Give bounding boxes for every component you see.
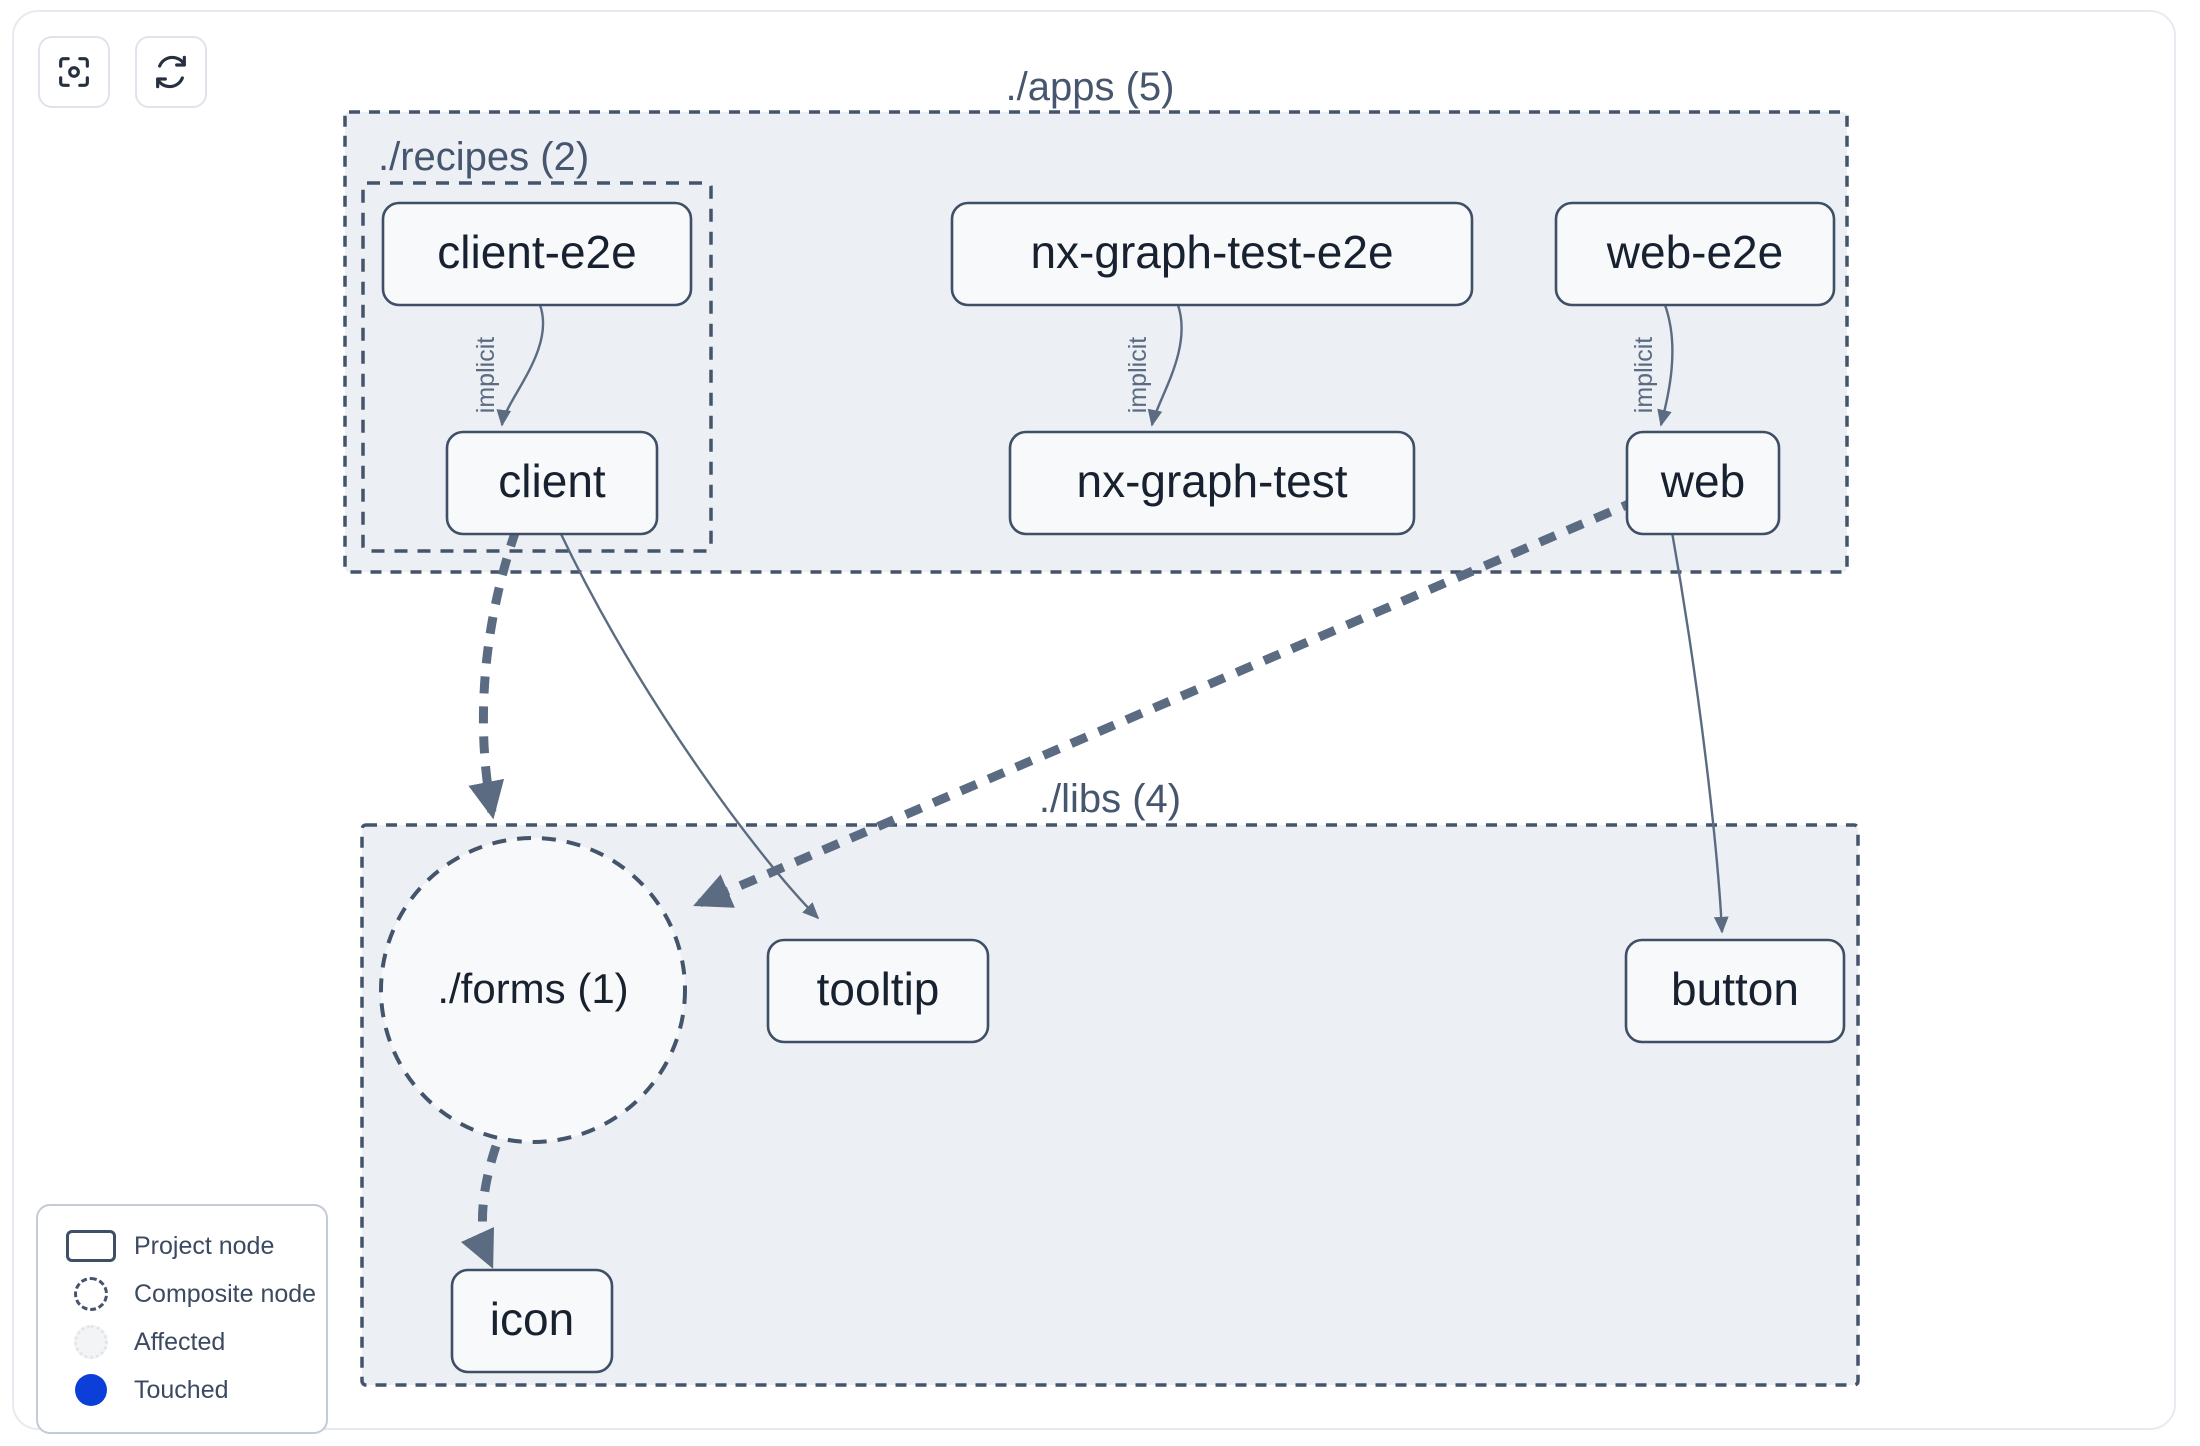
legend-label-touched: Touched bbox=[134, 1375, 229, 1404]
node-nx-graph-test-e2e-label: nx-graph-test-e2e bbox=[1030, 226, 1393, 278]
container-recipes-label: ./recipes (2) bbox=[378, 135, 589, 179]
node-nx-graph-test-e2e[interactable]: nx-graph-test-e2e bbox=[950, 201, 1474, 307]
node-button-label: button bbox=[1671, 963, 1799, 1015]
node-button[interactable]: button bbox=[1624, 938, 1846, 1044]
node-icon[interactable]: icon bbox=[450, 1268, 614, 1374]
graph-legend: Project node Composite node Affected Tou… bbox=[36, 1204, 328, 1434]
affected-swatch bbox=[60, 1325, 122, 1359]
edge-client-e2e-to-client[interactable]: implicit bbox=[472, 304, 545, 427]
node-nx-graph-test[interactable]: nx-graph-test bbox=[1008, 430, 1416, 536]
legend-item-composite-node: Composite node bbox=[38, 1270, 326, 1318]
edge-nx-graph-test-e2e-to-nx-graph-test[interactable]: implicit bbox=[1124, 304, 1183, 427]
edge-client-to-forms[interactable] bbox=[468, 528, 521, 820]
node-client[interactable]: client bbox=[445, 430, 659, 536]
container-libs[interactable]: ./libs (4) bbox=[360, 777, 1860, 1387]
node-web-label: web bbox=[1660, 455, 1745, 507]
edge-forms-to-icon[interactable] bbox=[460, 1144, 501, 1269]
legend-item-touched: Touched bbox=[38, 1366, 326, 1414]
refresh-icon bbox=[151, 52, 191, 92]
composite-node-swatch bbox=[60, 1277, 122, 1311]
legend-label-affected: Affected bbox=[134, 1327, 226, 1356]
node-client-label: client bbox=[498, 455, 606, 507]
edge-web-e2e-to-web[interactable]: implicit bbox=[1630, 304, 1674, 427]
node-client-e2e[interactable]: client-e2e bbox=[381, 201, 693, 307]
edge-web-to-button[interactable] bbox=[1670, 531, 1729, 934]
container-libs-label: ./libs (4) bbox=[1039, 777, 1181, 821]
node-nx-graph-test-label: nx-graph-test bbox=[1076, 455, 1347, 507]
node-icon-label: icon bbox=[490, 1293, 574, 1345]
container-apps-label: ./apps (5) bbox=[1006, 65, 1175, 109]
focus-target-icon bbox=[54, 52, 94, 92]
node-client-e2e-label: client-e2e bbox=[437, 226, 636, 278]
node-tooltip[interactable]: tooltip bbox=[766, 938, 990, 1044]
legend-label-composite-node: Composite node bbox=[134, 1279, 317, 1308]
edge-label-implicit-nx: implicit bbox=[1124, 337, 1152, 413]
graph-toolbar bbox=[38, 36, 207, 108]
edge-client-to-tooltip[interactable] bbox=[558, 531, 820, 920]
focus-graph-button[interactable] bbox=[38, 36, 110, 108]
node-forms-label: ./forms (1) bbox=[437, 965, 628, 1012]
node-web-e2e[interactable]: web-e2e bbox=[1554, 201, 1836, 307]
project-node-swatch bbox=[60, 1230, 122, 1262]
legend-item-project-node: Project node bbox=[38, 1222, 326, 1270]
edge-label-implicit-client: implicit bbox=[472, 337, 500, 413]
node-web-e2e-label: web-e2e bbox=[1606, 226, 1783, 278]
edge-label-implicit-web: implicit bbox=[1630, 337, 1658, 413]
node-tooltip-label: tooltip bbox=[817, 963, 940, 1015]
node-web[interactable]: web bbox=[1625, 430, 1781, 536]
touched-swatch bbox=[60, 1374, 122, 1406]
edge-web-to-forms[interactable] bbox=[693, 495, 1640, 908]
node-forms-composite[interactable]: ./forms (1) bbox=[379, 836, 687, 1144]
legend-item-affected: Affected bbox=[38, 1318, 326, 1366]
legend-label-project-node: Project node bbox=[134, 1231, 275, 1260]
refresh-graph-button[interactable] bbox=[135, 36, 207, 108]
